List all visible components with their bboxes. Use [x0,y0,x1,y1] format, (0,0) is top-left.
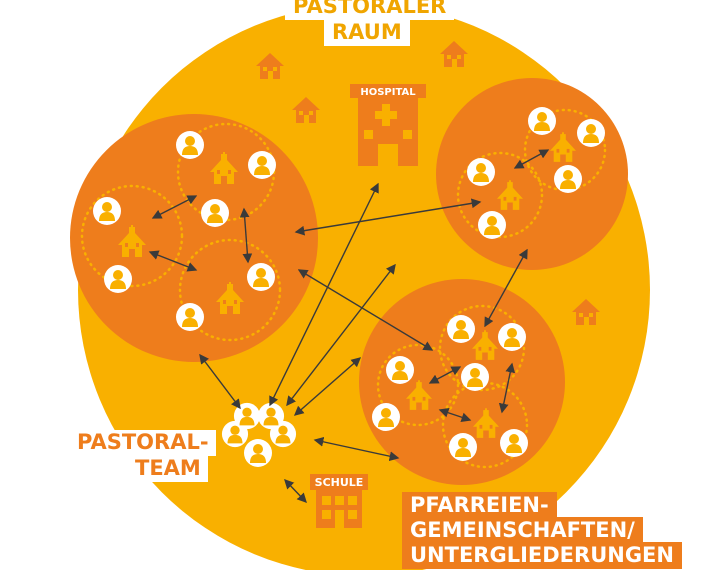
person-icon [478,211,506,239]
person-icon [93,197,121,225]
community-top-right [436,78,628,270]
person-icon [577,119,605,147]
school-label: SCHULE [315,476,364,489]
connection-arrows [148,149,550,504]
person-icon [500,429,528,457]
person-icon [372,403,400,431]
person-icon [498,323,526,351]
person-icon [386,356,414,384]
hospital-label: HOSPITAL [360,87,416,98]
person-icon [104,265,132,293]
hospital-icon: HOSPITAL [350,84,426,166]
person-icon [461,363,489,391]
school-icon: SCHULE [310,474,368,528]
person-icon [201,199,229,227]
person-icon [247,263,275,291]
label-pastoral: PASTORAL- [70,430,216,456]
label-team: TEAM [128,456,208,482]
person-icon [176,131,204,159]
label-untergliederungen: UNTERGLIEDERUNGEN [402,542,682,569]
label-pastoraler: PASTORALER [285,0,455,20]
label-gemeinschaften: GEMEINSCHAFTEN/ [402,517,643,544]
person-icon [248,151,276,179]
person-icon [447,315,475,343]
person-icon [554,165,582,193]
person-icon [176,303,204,331]
person-icon [528,107,556,135]
person-icon [449,433,477,461]
person-icon [467,158,495,186]
label-pfarreien: PFARREIEN- [402,492,557,519]
label-raum: RAUM [324,20,410,46]
